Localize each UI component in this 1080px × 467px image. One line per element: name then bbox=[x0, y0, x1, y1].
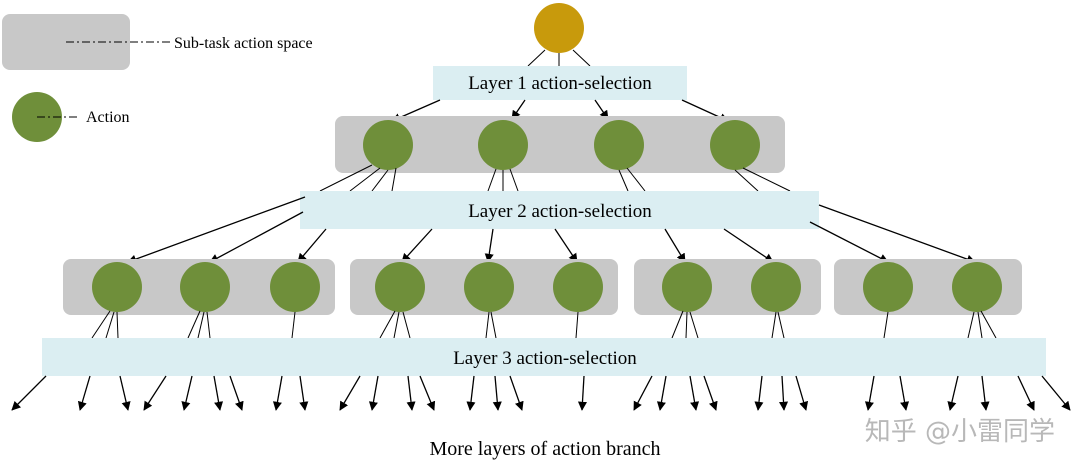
layer1-stems bbox=[319, 164, 791, 192]
layer2-action-node bbox=[952, 262, 1002, 312]
layer2-bar bbox=[300, 191, 819, 229]
legend-action-label: Action bbox=[86, 109, 130, 126]
layer1-action-node bbox=[478, 120, 528, 170]
layer2-action-node bbox=[751, 262, 801, 312]
layer1-label: Layer 1 action-selection bbox=[468, 73, 652, 94]
layer2-action-node bbox=[863, 262, 913, 312]
layer2-action-node bbox=[375, 262, 425, 312]
layer2-action-node bbox=[553, 262, 603, 312]
layer2-stems bbox=[91, 310, 997, 339]
root-stem bbox=[572, 49, 591, 67]
layer2-label: Layer 2 action-selection bbox=[468, 201, 652, 222]
layer3-arrows bbox=[11, 375, 1071, 411]
layer2-action-node bbox=[270, 262, 320, 312]
root-stem bbox=[527, 49, 546, 67]
layer1-action-node bbox=[710, 120, 760, 170]
layer1-action-node bbox=[363, 120, 413, 170]
layer1-subtask-box bbox=[335, 116, 785, 173]
layer2-action-node bbox=[180, 262, 230, 312]
layer1-bar bbox=[433, 66, 687, 100]
layer3-label: Layer 3 action-selection bbox=[453, 348, 637, 369]
layer2-action-node bbox=[92, 262, 142, 312]
layer1-arrow bbox=[511, 99, 526, 120]
layer1-action-node bbox=[594, 120, 644, 170]
layer1-arrow bbox=[594, 99, 609, 120]
root-node bbox=[534, 3, 584, 53]
layer3-bar bbox=[42, 338, 1046, 376]
footer-caption: More layers of action branch bbox=[429, 438, 660, 460]
legend-subtask-label: Sub-task action space bbox=[174, 35, 313, 52]
layer2-action-node bbox=[464, 262, 514, 312]
layer2-arrows bbox=[127, 196, 976, 264]
watermark-text: 知乎 @小雷同学 bbox=[865, 417, 1055, 447]
layer2-action-node bbox=[662, 262, 712, 312]
